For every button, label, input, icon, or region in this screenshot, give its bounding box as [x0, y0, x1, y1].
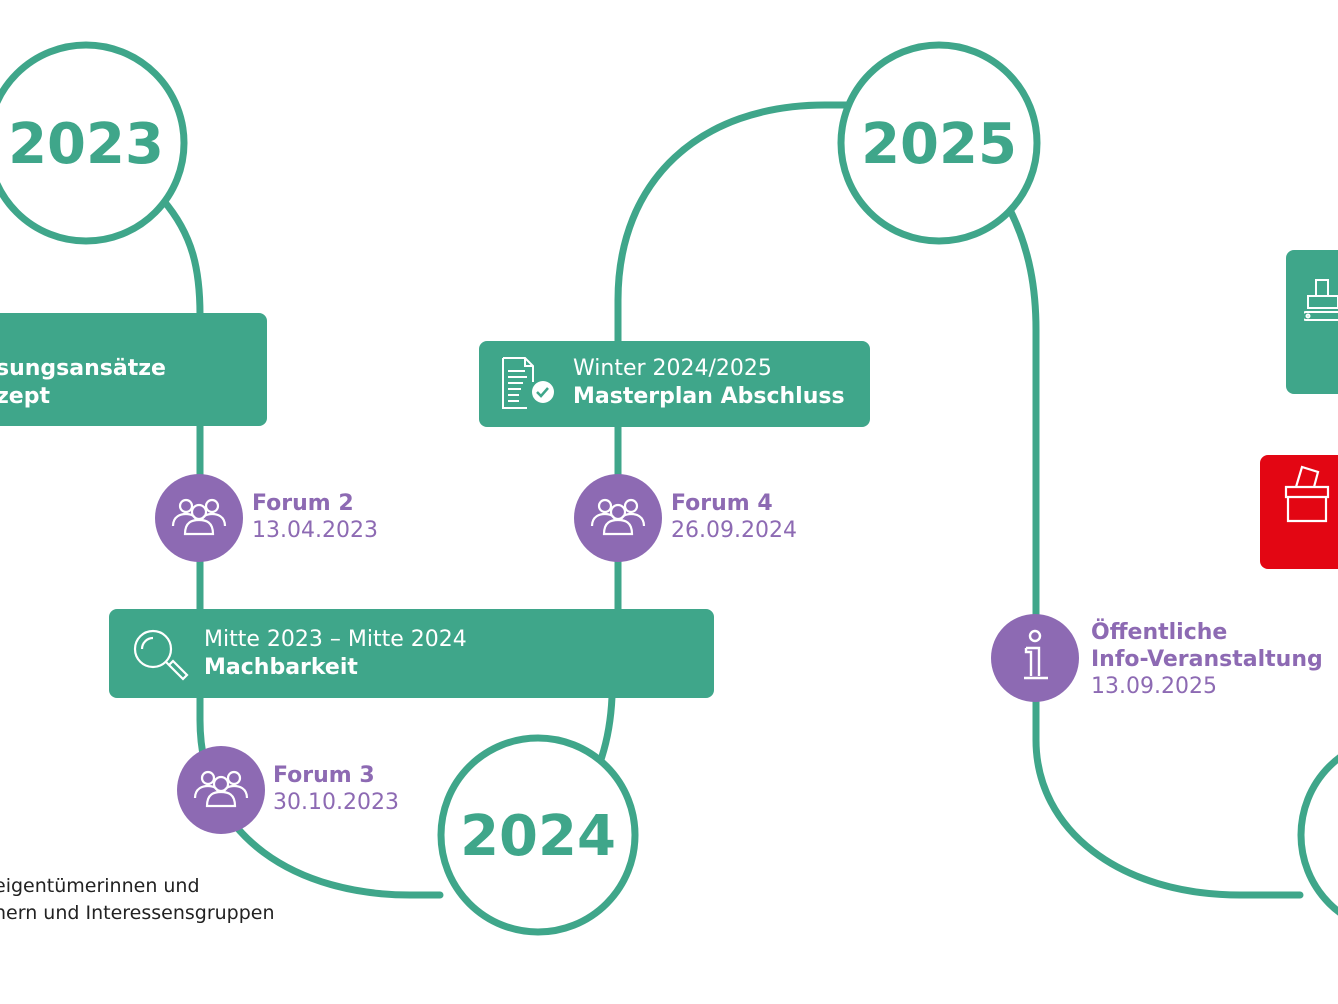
construction-box [1286, 250, 1338, 394]
machbarkeit-period: Mitte 2023 – Mitte 2024 [204, 627, 467, 652]
year-circle-2023: 2023 [0, 41, 188, 245]
forum-2-title: Forum 2 [252, 491, 354, 516]
info-event-line2: Info-Veranstaltung [1091, 647, 1323, 672]
participants-note-line1: eigentümerinnen und [0, 875, 200, 897]
participants-note-line2: nern und Interessensgruppen [0, 902, 275, 924]
year-label-2023: 2023 [8, 112, 164, 177]
info-event-line1: Öffentliche [1091, 620, 1228, 645]
forum-3-title: Forum 3 [273, 763, 375, 788]
forum-3-date: 30.10.2023 [273, 790, 399, 815]
document-check-icon [502, 357, 534, 409]
forum-4-date: 26.09.2024 [671, 518, 797, 543]
forum-2-label: Forum 2 13.04.2023 [252, 490, 378, 544]
masterplan-title: Masterplan Abschluss [573, 384, 845, 409]
year-circle-2025: 2025 [837, 41, 1041, 245]
year-circle-2024: 2024 [437, 734, 639, 936]
participants-note: eigentümerinnen und nern und Interessens… [0, 873, 275, 927]
vote-box [1260, 455, 1338, 569]
info-icon [1024, 629, 1048, 680]
forum-3-label: Forum 3 30.10.2023 [273, 762, 399, 816]
forum-3-marker [177, 746, 265, 834]
forum-4-marker [574, 474, 662, 562]
year-label-2024: 2024 [460, 804, 616, 869]
forum-4-label: Forum 4 26.09.2024 [671, 490, 797, 544]
loesungsansaetze-line1: sungsansätze [0, 356, 166, 381]
loesungsansaetze-line2: zept [0, 384, 50, 409]
machbarkeit-box: Mitte 2023 – Mitte 2024 Machbarkeit [109, 609, 714, 698]
excavator-icon [1304, 279, 1338, 321]
year-label-2025: 2025 [861, 112, 1017, 177]
machbarkeit-title: Machbarkeit [204, 655, 358, 680]
magnifier-icon [133, 629, 189, 681]
masterplan-period: Winter 2024/2025 [573, 356, 772, 381]
info-event-date: 13.09.2025 [1091, 674, 1217, 699]
people-group-icon [171, 498, 227, 536]
people-group-icon [590, 498, 646, 536]
people-group-icon [193, 770, 249, 808]
forum-2-marker [155, 474, 243, 562]
loesungsansaetze-box: sungsansätze zept [0, 313, 267, 426]
forum-4-title: Forum 4 [671, 491, 773, 516]
year-circle-partial [1297, 754, 1338, 916]
masterplan-box: Winter 2024/2025 Masterplan Abschluss [479, 341, 870, 427]
forum-2-date: 13.04.2023 [252, 518, 378, 543]
check-circle-icon [532, 381, 554, 403]
info-event-marker [991, 614, 1079, 702]
ballot-box-icon [1284, 465, 1330, 523]
info-event-label: Öffentliche Info-Veranstaltung 13.09.202… [1091, 619, 1323, 700]
